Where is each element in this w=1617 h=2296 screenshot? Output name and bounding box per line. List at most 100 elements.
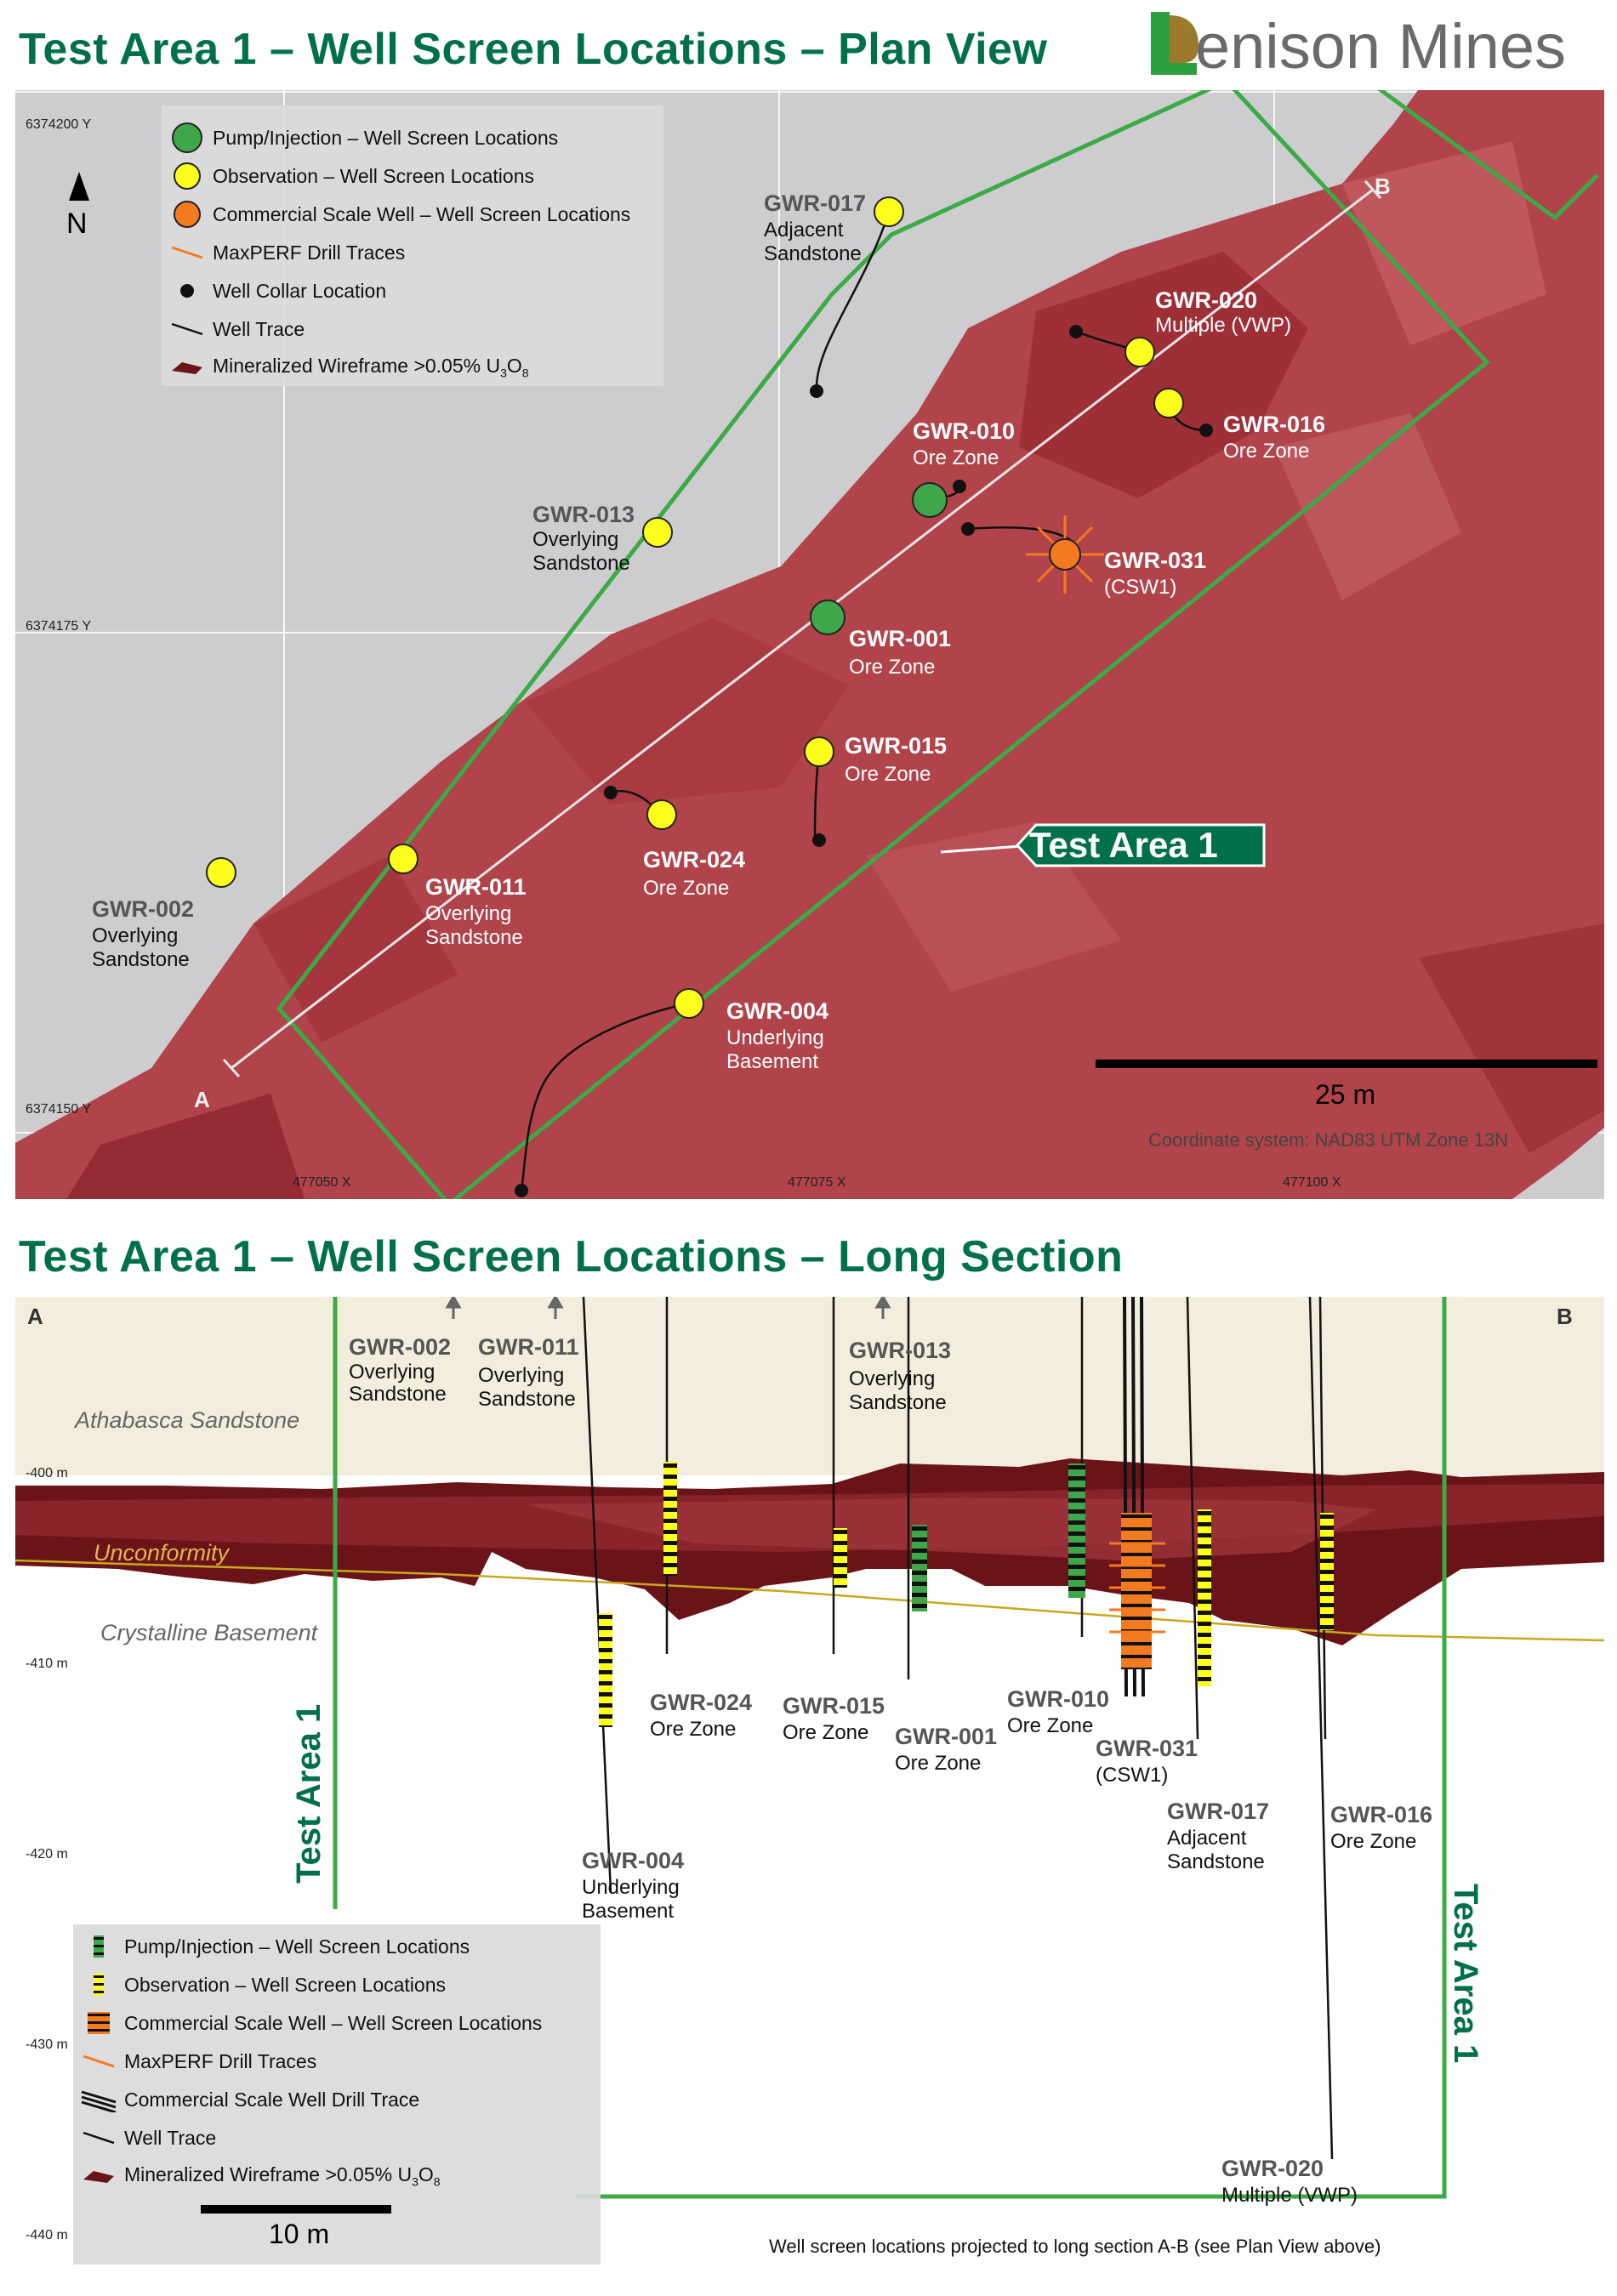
- svg-text:Ore Zone: Ore Zone: [1007, 1714, 1093, 1737]
- svg-text:Basement: Basement: [726, 1050, 818, 1073]
- svg-text:Ore Zone: Ore Zone: [650, 1718, 736, 1741]
- svg-text:Ore Zone: Ore Zone: [913, 446, 999, 469]
- marker-gwr-002: [206, 857, 236, 888]
- svg-text:GWR-031: GWR-031: [1104, 548, 1206, 573]
- orange-line-icon: [83, 2054, 115, 2068]
- projection-note: Well screen locations projected to long …: [769, 2236, 1381, 2257]
- svg-text:GWR-031: GWR-031: [1096, 1736, 1198, 1761]
- svg-text:Ore Zone: Ore Zone: [1330, 1830, 1416, 1853]
- svg-text:25 m: 25 m: [1315, 1079, 1375, 1110]
- legend-item-maxperf: MaxPERF Drill Traces: [162, 236, 405, 270]
- svg-text:-410 m: -410 m: [26, 1657, 68, 1671]
- legend-item-commercial-trace: Commercial Scale Well Drill Trace: [73, 2083, 419, 2117]
- svg-text:(CSW1): (CSW1): [1096, 1764, 1168, 1787]
- svg-text:GWR-010: GWR-010: [1007, 1686, 1109, 1712]
- plan-well-labels: GWR-017 Adjacent Sandstone GWR-020 Multi…: [92, 190, 1325, 1073]
- denison-logo: enison Mines: [1144, 7, 1603, 82]
- long-section-title: Test Area 1 – Well Screen Locations – Lo…: [19, 1232, 1124, 1282]
- long-scale-bar: [201, 2205, 391, 2214]
- legend-item-observation: Observation – Well Screen Locations: [162, 159, 534, 193]
- marker-gwr-013: [642, 517, 673, 548]
- denison-logo-mark: [1151, 12, 1199, 75]
- y-coord-bottom: 6374150 Y: [26, 1102, 92, 1117]
- svg-text:GWR-015: GWR-015: [783, 1693, 885, 1719]
- svg-text:Sandstone: Sandstone: [349, 1383, 447, 1406]
- logo-wordmark: enison Mines: [1195, 11, 1567, 82]
- commercial-screens: [1109, 1513, 1165, 1669]
- legend-item-wireframe-long: Mineralized Wireframe >0.05% U3O8: [73, 2159, 441, 2193]
- svg-text:Overlying: Overlying: [349, 1361, 435, 1384]
- x-coord-mid: 477075 X: [788, 1175, 846, 1190]
- green-dashed-icon: [94, 1935, 104, 1958]
- svg-text:Overlying: Overlying: [532, 528, 618, 551]
- marker-gwr-020: [1124, 337, 1155, 367]
- well-screen-markers[interactable]: [206, 196, 1184, 1019]
- svg-text:GWR-004: GWR-004: [726, 998, 828, 1024]
- marker-gwr-015: [804, 736, 834, 767]
- legend-item-wireframe: Mineralized Wireframe >0.05% U3O8: [162, 350, 529, 384]
- orange-line-icon: [171, 246, 203, 259]
- plan-legend: Pump/Injection – Well Screen Locations O…: [162, 105, 663, 386]
- svg-text:GWR-024: GWR-024: [650, 1690, 752, 1715]
- black-line-icon: [171, 322, 203, 336]
- marker-gwr-010: [912, 482, 948, 518]
- svg-text:GWR-016: GWR-016: [1223, 412, 1325, 437]
- section-end-b: B: [1375, 173, 1391, 199]
- svg-text:Underlying: Underlying: [726, 1026, 824, 1049]
- svg-text:Ore Zone: Ore Zone: [895, 1752, 981, 1775]
- section-end-a: A: [194, 1087, 210, 1112]
- svg-text:GWR-002: GWR-002: [349, 1334, 451, 1360]
- long-scale-label: 10 m: [269, 2219, 330, 2249]
- marker-gwr-031: [1049, 538, 1081, 571]
- svg-text:Multiple (VWP): Multiple (VWP): [1155, 314, 1291, 337]
- observation-screens: [599, 1462, 1334, 1727]
- svg-text:Sandstone: Sandstone: [764, 242, 862, 265]
- svg-text:GWR-011: GWR-011: [478, 1334, 579, 1360]
- legend-item-observation-screen: Observation – Well Screen Locations: [73, 1968, 446, 2002]
- legend-item-well-trace-long: Well Trace: [73, 2121, 216, 2155]
- orange-dashed-icon: [88, 2012, 110, 2034]
- svg-text:GWR-017: GWR-017: [1167, 1799, 1269, 1824]
- marker-gwr-011: [388, 844, 418, 874]
- svg-text:-440 m: -440 m: [26, 2228, 68, 2242]
- x-coord-right: 477100 X: [1283, 1175, 1341, 1190]
- marker-gwr-004: [674, 988, 704, 1019]
- y-coord-mid: 6374175 Y: [26, 619, 92, 634]
- test-area-label-right: Test Area 1: [1447, 1884, 1484, 2063]
- svg-text:Sandstone: Sandstone: [92, 948, 190, 971]
- long-section-wireframe: [15, 1458, 1604, 1645]
- svg-text:Overlying: Overlying: [478, 1364, 564, 1387]
- svg-text:GWR-020: GWR-020: [1155, 287, 1257, 313]
- svg-text:Ore Zone: Ore Zone: [643, 877, 729, 900]
- legend-item-pump-screen: Pump/Injection – Well Screen Locations: [73, 1929, 470, 1964]
- svg-text:-430 m: -430 m: [26, 2037, 68, 2052]
- plan-view-map: GWR-017 Adjacent Sandstone GWR-020 Multi…: [15, 90, 1604, 1199]
- svg-text:GWR-013: GWR-013: [849, 1338, 951, 1363]
- svg-text:-400 m: -400 m: [26, 1466, 68, 1480]
- black-line-icon: [83, 2131, 115, 2145]
- svg-text:GWR-001: GWR-001: [849, 626, 951, 651]
- up-arrows: [445, 1297, 891, 1319]
- yellow-circle-icon: [174, 162, 201, 190]
- svg-text:GWR-015: GWR-015: [845, 733, 947, 759]
- legend-item-pump: Pump/Injection – Well Screen Locations: [162, 121, 558, 155]
- unconformity-label: Unconformity: [94, 1540, 231, 1566]
- legend-item-commercial: Commercial Scale Well – Well Screen Loca…: [162, 197, 630, 231]
- unconformity-line: [15, 1559, 1604, 1642]
- triple-line-icon: [81, 2090, 117, 2112]
- green-circle-icon: [172, 122, 202, 153]
- svg-text:Adjacent: Adjacent: [1167, 1827, 1247, 1850]
- pump-screens: [912, 1463, 1085, 1611]
- svg-text:Ore Zone: Ore Zone: [783, 1721, 868, 1744]
- legend-item-collar: Well Collar Location: [162, 274, 386, 308]
- svg-text:N: N: [66, 207, 88, 240]
- well-collars: [515, 325, 1213, 1197]
- svg-text:GWR-020: GWR-020: [1221, 2156, 1324, 2181]
- orange-circle-icon: [174, 201, 201, 228]
- black-dot-icon: [180, 284, 194, 298]
- svg-text:(CSW1): (CSW1): [1104, 576, 1176, 599]
- mineralized-wireframe: [15, 90, 1604, 1199]
- svg-text:Ore Zone: Ore Zone: [1223, 440, 1309, 463]
- athabasca-label: Athabasca Sandstone: [73, 1407, 299, 1433]
- svg-text:Sandstone: Sandstone: [849, 1391, 947, 1414]
